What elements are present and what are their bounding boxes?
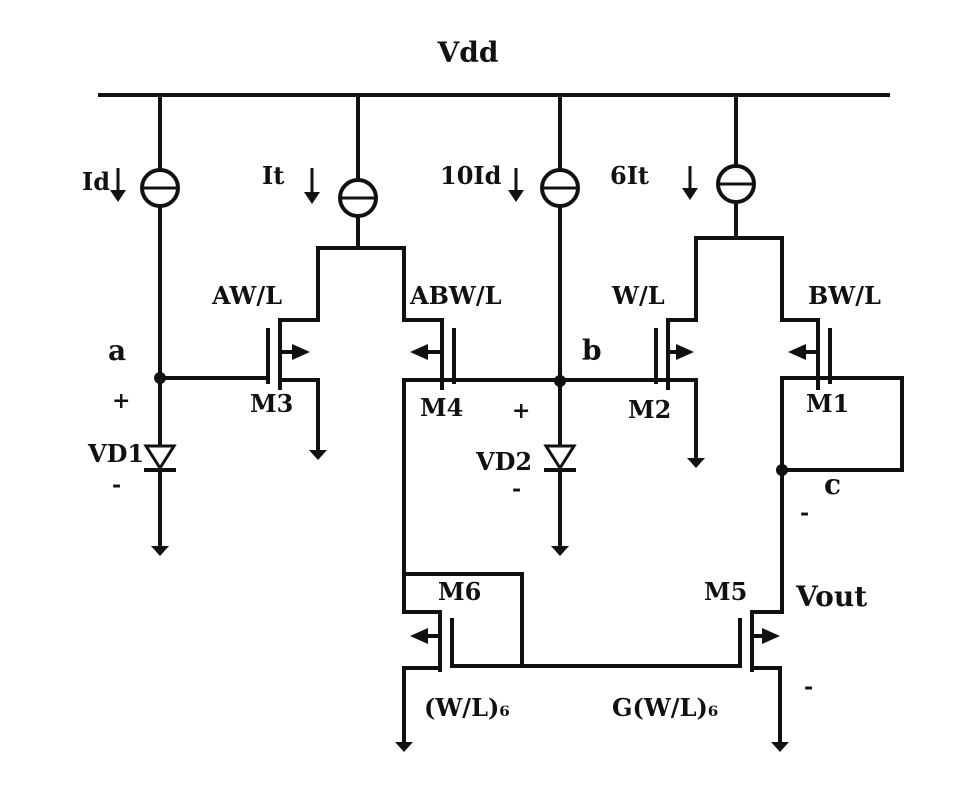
minus-sign: -: [804, 674, 813, 700]
ground-icon: [771, 742, 789, 752]
arrow-down-icon: [304, 168, 320, 204]
vd2-label: VD2: [475, 447, 532, 476]
ground-icon: [151, 543, 169, 556]
node-a-label: a: [108, 334, 126, 367]
m2-ratio-label: W/L: [611, 281, 665, 310]
arrow-down-icon: [110, 168, 126, 202]
m6-ratio-label: (W/L)₆: [424, 693, 510, 722]
m1-name-label: M1: [806, 389, 849, 418]
ground-icon: [687, 458, 705, 468]
current-source-icon: [716, 164, 756, 204]
vout-label: Vout: [795, 580, 867, 613]
m4-ratio-label: ABW/L: [409, 281, 502, 310]
transistor-m6: [402, 572, 524, 744]
m3-name-label: M3: [250, 389, 293, 418]
source-label-1: Id: [82, 167, 110, 196]
m6-name-label: M6: [438, 577, 481, 606]
node-b-label: b: [582, 334, 602, 367]
m5-name-label: M5: [704, 577, 747, 606]
minus-sign: -: [112, 472, 121, 498]
transistor-m3: [266, 318, 320, 452]
m2-name-label: M2: [628, 395, 671, 424]
m5-ratio-label: G(W/L)₆: [612, 693, 718, 722]
plus-sign: +: [512, 398, 530, 424]
minus-sign: -: [800, 500, 809, 526]
source-label-4: 6It: [610, 161, 649, 190]
source-label-3: 10Id: [440, 161, 502, 190]
m4-name-label: M4: [420, 393, 463, 422]
m1-ratio-label: BW/L: [808, 281, 881, 310]
junction-dot: [776, 464, 788, 476]
minus-sign: -: [512, 476, 521, 502]
diode-icon: [143, 444, 177, 472]
node-c-label: c: [824, 468, 841, 501]
ground-icon: [395, 742, 413, 752]
ground-icon: [309, 450, 327, 460]
arrow-down-icon: [508, 168, 524, 202]
diode-icon: [543, 444, 577, 472]
current-source-icon: [140, 168, 180, 208]
arrow-down-icon: [682, 166, 698, 200]
source-label-2: It: [262, 161, 284, 190]
plus-sign: +: [112, 388, 130, 414]
vd1-label: VD1: [87, 439, 144, 468]
m3-ratio-label: AW/L: [211, 281, 282, 310]
vdd-label: Vdd: [437, 36, 499, 69]
current-source-icon: [540, 168, 580, 208]
transistor-m5: [738, 610, 784, 744]
transistor-m1: [780, 318, 904, 614]
transistor-m2: [654, 318, 698, 460]
transistor-m4: [402, 318, 562, 390]
ground-icon: [551, 546, 569, 556]
current-source-icon: [338, 178, 378, 218]
